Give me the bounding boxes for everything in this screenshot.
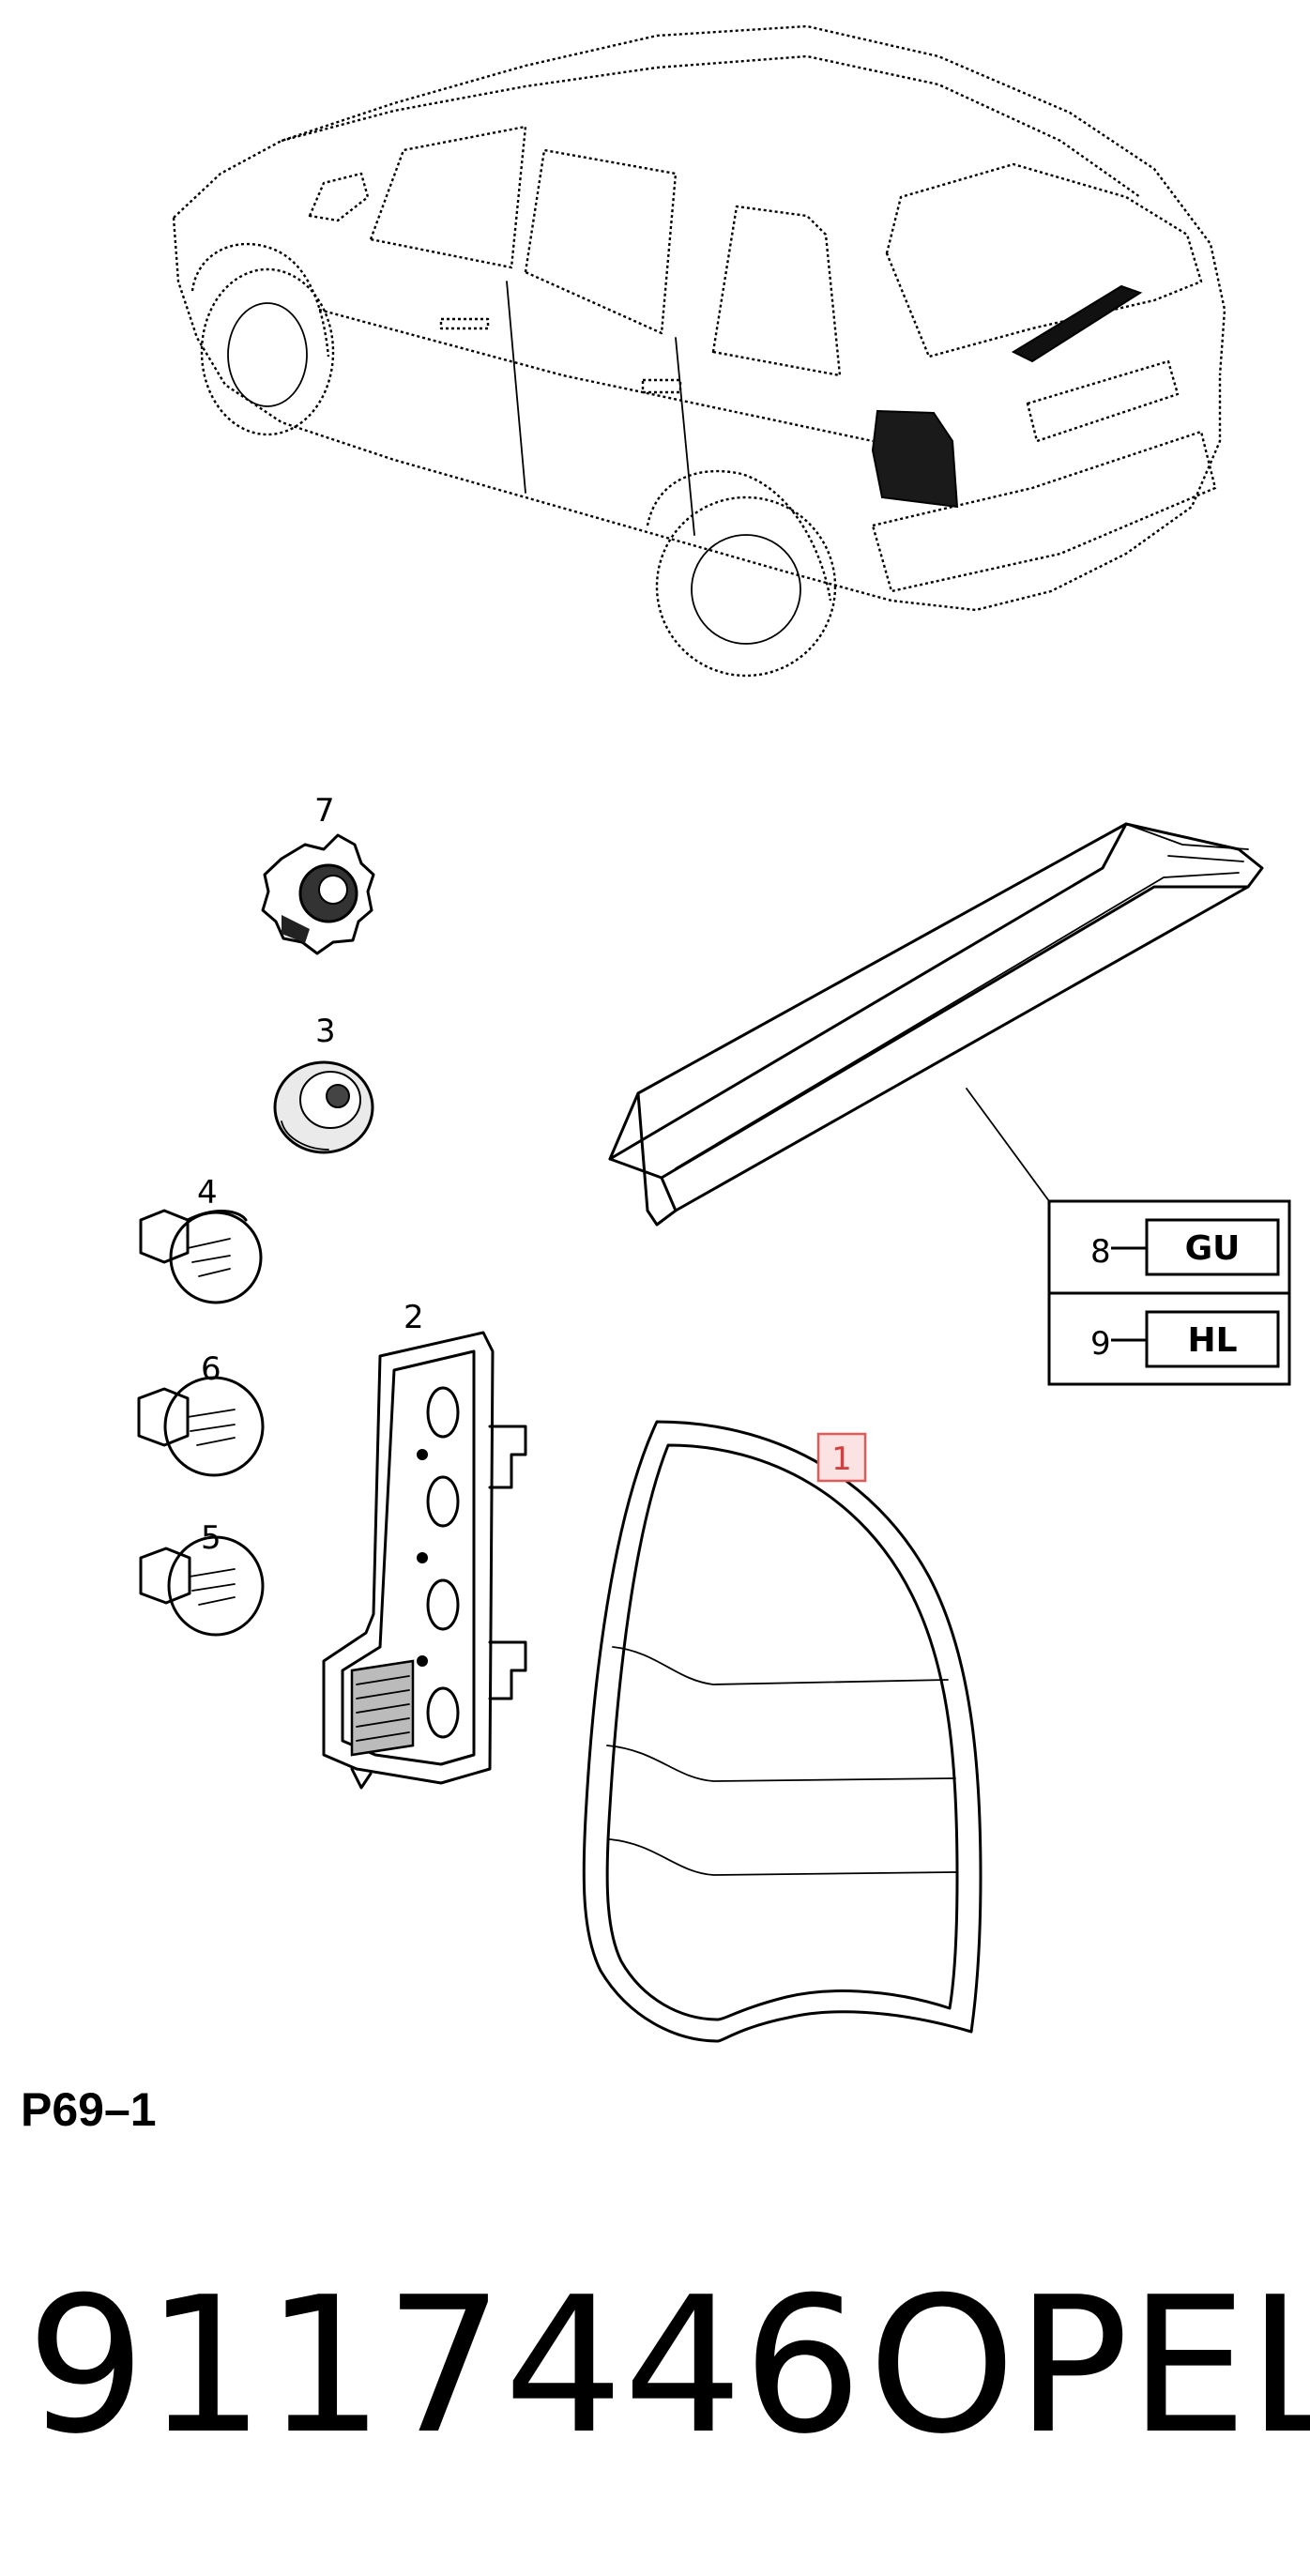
- callout-6: 6: [201, 1350, 221, 1388]
- callout-3: 3: [315, 1013, 336, 1050]
- callout-2: 2: [404, 1299, 424, 1336]
- variant-table: 8 GU 9 HL: [1047, 1199, 1291, 1386]
- callout-4: 4: [197, 1174, 218, 1212]
- page-code: P69–1: [21, 2083, 157, 2136]
- part-7-bulb-holder-nut: 7: [261, 792, 375, 955]
- callout-7: 7: [314, 792, 335, 830]
- part-1-tail-lamp: 1: [582, 1420, 982, 2043]
- variant-code-gu: GU: [1185, 1229, 1241, 1268]
- part-2-bulb-carrier: 2: [322, 1299, 527, 1790]
- part-4-bulb: 4: [139, 1174, 263, 1304]
- callout-1: 1: [831, 1440, 852, 1478]
- part-number: 9117446: [26, 2257, 862, 2476]
- high-mount-brake-lamp: [608, 822, 1264, 1227]
- variant-code-hl: HL: [1187, 1321, 1237, 1360]
- callout-9: 9: [1090, 1325, 1111, 1363]
- part-5-bulb: 5: [139, 1519, 265, 1637]
- callout-8: 8: [1090, 1233, 1111, 1271]
- brand-name: OPEL: [868, 2257, 1310, 2476]
- part-6-bulb: 6: [137, 1350, 265, 1477]
- callout-1-highlight: [816, 1432, 867, 1483]
- part-3-grommet: 3: [273, 1013, 374, 1154]
- vehicle-illustration: [172, 24, 1226, 678]
- callout-5: 5: [201, 1519, 221, 1557]
